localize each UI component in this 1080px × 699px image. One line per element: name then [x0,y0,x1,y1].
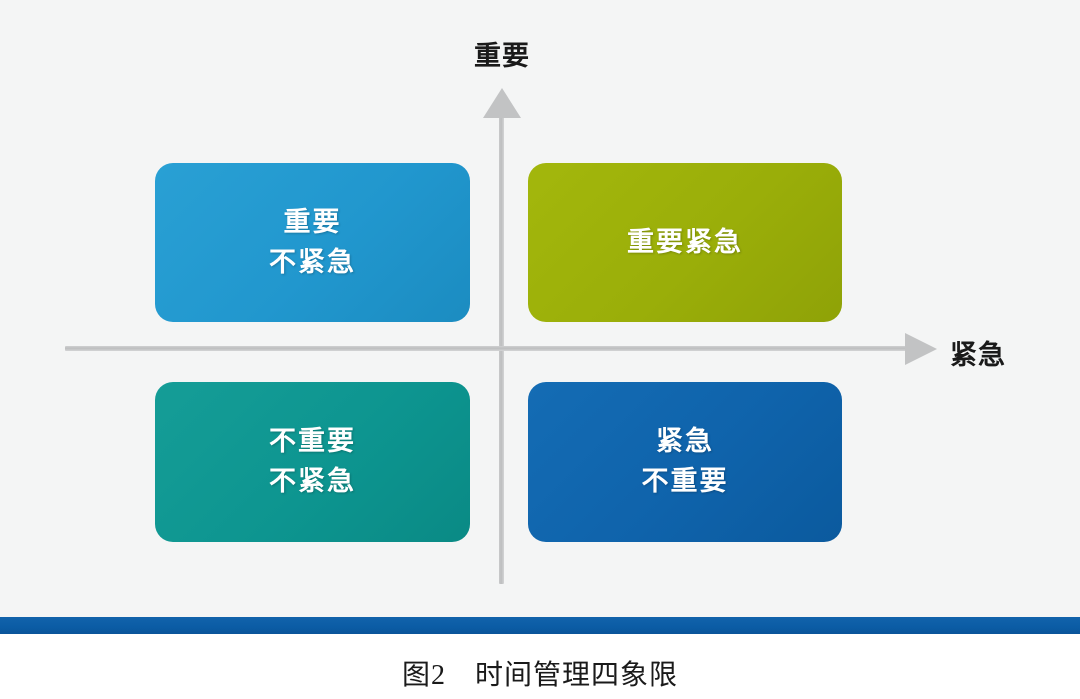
vertical-axis-arrow-icon [483,88,521,118]
horizontal-axis-line [65,346,910,351]
quadrant-important-urgent[interactable]: 重要紧急 [528,163,851,330]
quadrant-label-line: 不紧急 [269,246,356,277]
quadrant-label-line: 重要 [283,206,342,237]
vertical-axis-label: 重要 [474,41,530,71]
footer-rule [0,617,1080,634]
quadrant-label-line: 不重要 [641,466,729,496]
horizontal-axis-arrow-icon [905,333,937,365]
horizontal-axis-label: 紧急 [950,340,1006,370]
quadrant-important-not-urgent[interactable]: 重要 不紧急 [155,163,479,330]
quadrant-label-line: 不紧急 [269,466,356,496]
quadrant-label-line: 紧急 [656,426,714,457]
quadrant-urgent-not-important[interactable]: 紧急 不重要 [528,382,851,550]
quadrant-not-important-not-urgent[interactable]: 不重要 不紧急 [155,382,479,550]
figure-caption: 图2 时间管理四象限 [401,660,678,691]
quadrant-label-line: 不重要 [269,426,356,457]
quadrant-label-line: 重要紧急 [627,226,743,257]
